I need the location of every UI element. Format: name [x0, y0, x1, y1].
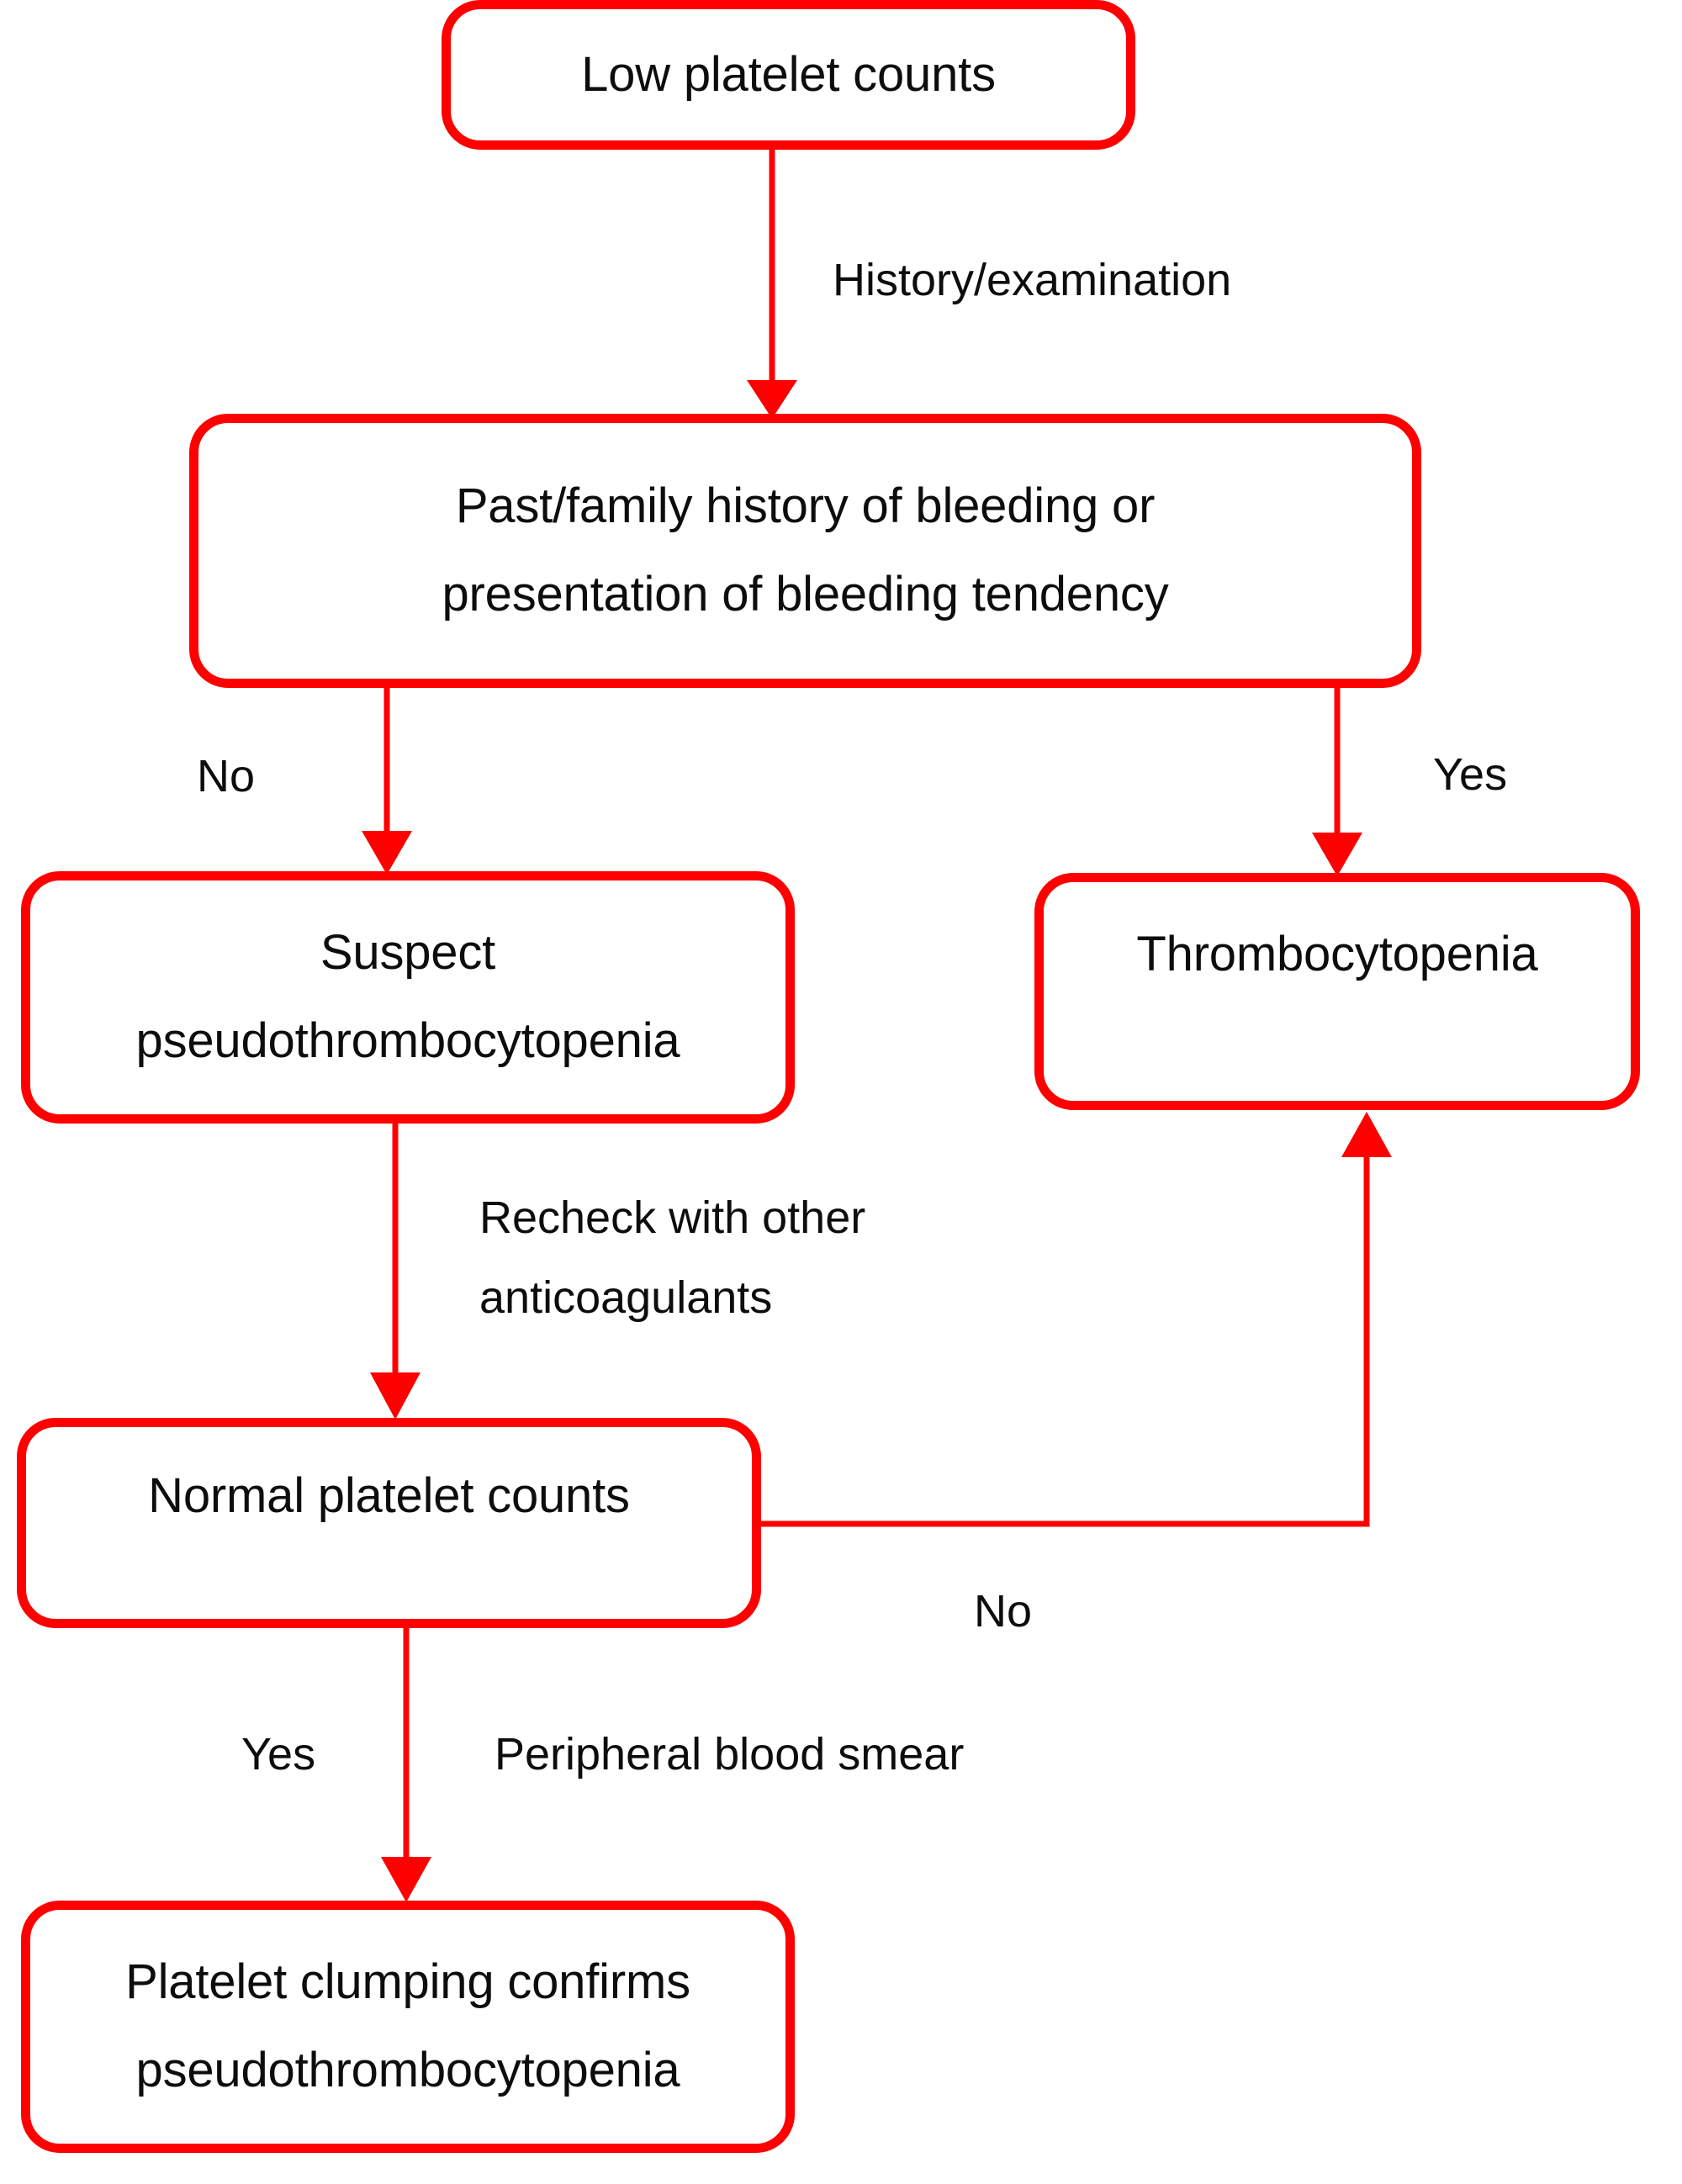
node-suspect-line-2: pseudothrombocytopenia — [135, 1013, 680, 1068]
node-low-platelet-counts-line-1: Low platelet counts — [581, 46, 996, 102]
edge-label-no-upper: No — [197, 751, 256, 801]
node-low-platelet-counts[interactable]: Low platelet counts — [442, 0, 1135, 150]
node-bleeding-history-line-2: presentation of bleeding tendency — [442, 567, 1169, 621]
node-bleeding-history-line-1: Past/family history of bleeding or — [455, 479, 1156, 534]
edge-label-peripheral-blood-smear: Peripheral blood smear — [495, 1729, 965, 1779]
node-suspect-pseudothrombocytopenia[interactable]: Suspect pseudothrombocytopenia — [21, 871, 795, 1124]
edge-yes-to-thrombocytopenia — [1312, 688, 1362, 876]
node-platelet-clumping-confirms[interactable]: Platelet clumping confirms pseudothrombo… — [21, 1901, 795, 2153]
edge-no-to-suspect — [362, 688, 412, 875]
node-normal-platelet-counts[interactable]: Normal platelet counts — [17, 1418, 761, 1628]
node-bleeding-history[interactable]: Past/family history of bleeding or prese… — [189, 414, 1421, 688]
edge-yes-peripheral-smear — [381, 1627, 431, 1902]
edge-label-recheck-anticoagulants: Recheck with other anticoagulants — [479, 1192, 866, 1324]
node-suspect-line-1: Suspect — [320, 925, 496, 981]
edge-label-history-examination: History/examination — [833, 255, 1232, 305]
node-thrombocytopenia[interactable]: Thrombocytopenia — [1034, 873, 1640, 1110]
node-platelet-clumping-line-1: Platelet clumping confirms — [125, 1954, 690, 2010]
edge-recheck-anticoagulants — [370, 1124, 420, 1420]
edge-label-yes-lower: Yes — [241, 1729, 316, 1779]
edge-history-examination — [747, 150, 797, 419]
edge-label-recheck-line-2: anticoagulants — [479, 1272, 773, 1324]
node-normal-platelet-counts-line-1: Normal platelet counts — [148, 1468, 630, 1523]
edge-label-no-lower: No — [974, 1586, 1033, 1637]
node-thrombocytopenia-line-1: Thrombocytopenia — [1136, 927, 1538, 981]
node-platelet-clumping-line-2: pseudothrombocytopenia — [135, 2043, 680, 2097]
edge-label-recheck-line-1: Recheck with other — [479, 1192, 866, 1243]
edge-label-yes-upper: Yes — [1433, 749, 1508, 800]
